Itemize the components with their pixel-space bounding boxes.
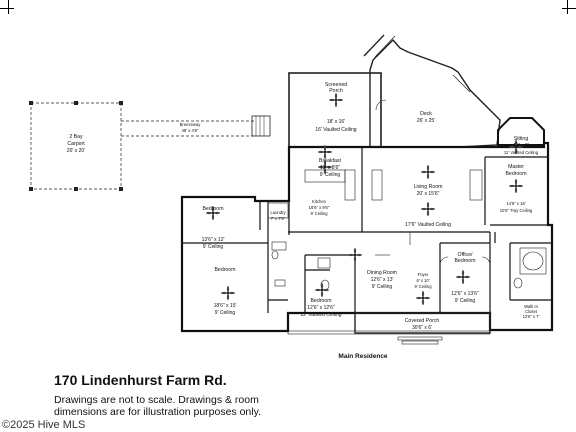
crop-mark-top-left-v [8, 0, 9, 14]
plan-title: Main Residence [338, 353, 388, 360]
foyer-dims: 6' x 10' [416, 278, 429, 283]
bedroom-1-name: Bedroom [202, 206, 223, 212]
walk-in-closet-dims: 12'6" x 7' [523, 314, 540, 319]
living-room-dims: 20' x 15'6" [417, 191, 440, 197]
walk-in-closet-name-2: Closet [525, 309, 538, 314]
office-name-2: Bedroom [454, 258, 475, 264]
copyright-notice: ©2025 Hive MLS [2, 419, 86, 431]
living-room-ceiling: 17'6" Vaulted Ceiling [405, 222, 451, 228]
foyer-name: Foyer [418, 272, 429, 277]
master-bedroom-ceiling: 10'6" Tray Ceiling [500, 208, 533, 213]
bedroom-3-ceiling: 12' Vaulted Ceiling [300, 312, 341, 318]
room-labels: 2 Bay Carport 20' x 20' Breezeway 48' x … [67, 82, 540, 360]
screened-porch-ceiling: 16' Vaulted Ceiling [315, 127, 356, 133]
house-outline [180, 141, 554, 333]
dining-room-ceiling: 9' Ceiling [372, 284, 393, 290]
disclaimer-line-1: Drawings are not to scale. Drawings & ro… [54, 394, 259, 406]
breezeway-name: Breezeway [180, 122, 202, 127]
deck-area [363, 34, 501, 148]
carport-area [29, 101, 123, 191]
walk-in-closet-name: Walk In [524, 304, 538, 309]
bedroom-3-name: Bedroom [310, 298, 331, 304]
covered-porch-area [287, 312, 491, 345]
laundry-dims: 7' x 7'5" [271, 216, 286, 221]
office-dims: 12'6" x 13'6" [451, 291, 479, 297]
crop-mark-top-right-v [567, 0, 568, 14]
kitchen-dims: 16'6" x 9'6" [309, 205, 330, 210]
covered-porch-dims: 30'6" x 6' [412, 325, 432, 331]
living-room-name: Living Room [414, 184, 443, 190]
kitchen-ceiling: 9' Ceiling [310, 211, 328, 216]
bedroom-2-ceiling: 9' Ceiling [215, 310, 236, 316]
breakfast-name: Breakfast [319, 158, 341, 164]
foyer-ceiling: 9' Ceiling [414, 284, 432, 289]
fixtures [267, 99, 547, 291]
breakfast-ceiling: 9' Ceiling [320, 172, 341, 178]
crop-mark-top-left-h [0, 8, 14, 9]
master-bedroom-dims: 14'6" x 16' [506, 201, 525, 206]
sitting-ceiling: 11' Vaulted Ceiling [504, 150, 539, 155]
carport-name-2: Carport [67, 141, 85, 147]
interior-walls [182, 147, 552, 313]
screened-porch-name: Screened [325, 82, 347, 88]
deck-name: Deck [420, 111, 432, 117]
listing-caption: 170 Lindenhurst Farm Rd. Drawings are no… [54, 372, 261, 418]
listing-address: 170 Lindenhurst Farm Rd. [54, 372, 227, 388]
bedroom-1-ceiling: 9' Ceiling [203, 244, 224, 250]
master-bedroom-name: Master [508, 164, 524, 170]
deck-dims: 26' x 25' [417, 118, 435, 124]
bedroom-1-dims: 13'6" x 12' [202, 237, 225, 243]
sitting-bay [497, 117, 545, 146]
breakfast-dims: 12' x 8'6" [320, 165, 340, 171]
office-ceiling: 9' Ceiling [455, 298, 476, 304]
dining-room-name: Dining Room [367, 270, 397, 276]
screened-porch-name-2: Porch [329, 88, 343, 94]
disclaimer-line-2: dimensions are for illustration purposes… [54, 406, 261, 418]
bedroom-3-dims: 12'6" x 12'6" [307, 305, 335, 311]
master-bedroom-name-2: Bedroom [505, 171, 526, 177]
sitting-name: Sitting [514, 136, 529, 142]
covered-porch-name: Covered Porch [405, 318, 440, 324]
sitting-dims: 10' x 8' [513, 143, 529, 149]
screened-porch-dims: 18' x 16' [327, 119, 345, 125]
dining-room-dims: 12'6" x 13' [371, 277, 394, 283]
kitchen-name: Kitchen [312, 199, 327, 204]
bedroom-2-name: Bedroom [214, 267, 235, 273]
floor-plan: 2 Bay Carport 20' x 20' Breezeway 48' x … [29, 34, 554, 360]
laundry-name: Laundry [270, 210, 286, 215]
office-name: Office/ [458, 252, 473, 258]
carport-dims: 20' x 20' [67, 148, 85, 154]
carport-name: 2 Bay [69, 134, 83, 140]
breezeway-area [121, 115, 271, 137]
crop-mark-top-right-h [562, 8, 576, 9]
ceiling-fans [206, 93, 523, 305]
breezeway-dims: 48' x 4'6" [182, 128, 199, 133]
bedroom-2-dims: 18'6" x 15' [214, 303, 237, 309]
